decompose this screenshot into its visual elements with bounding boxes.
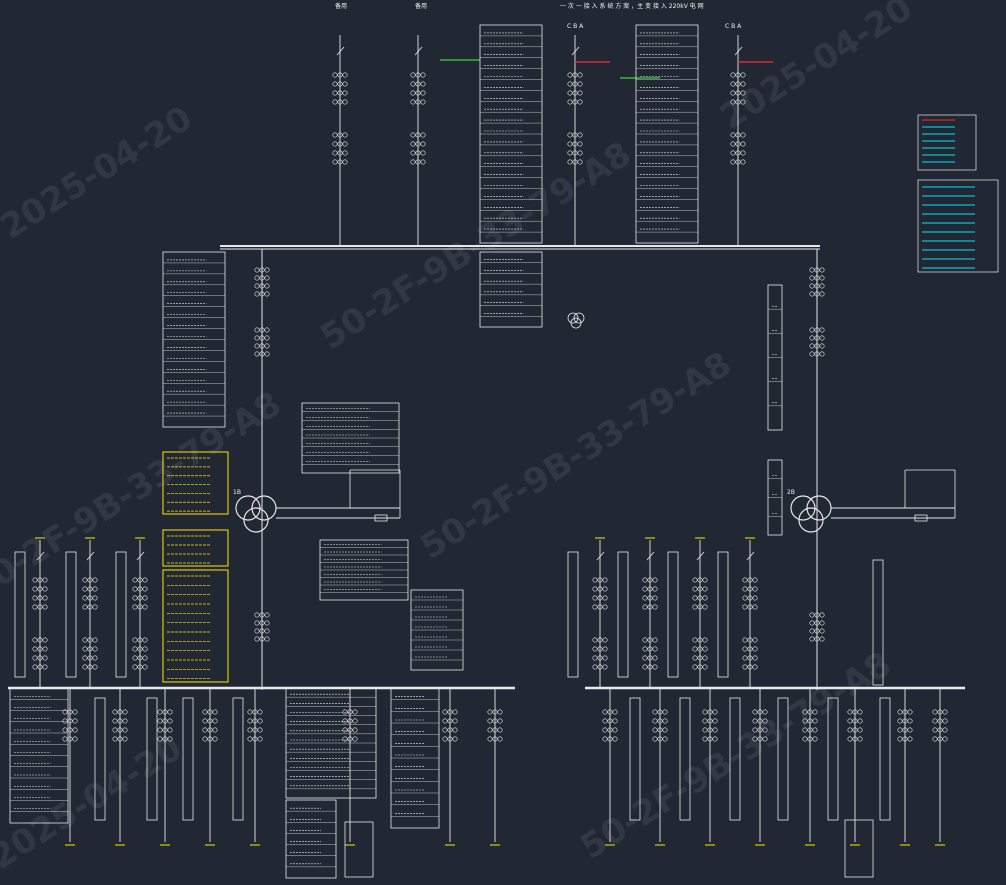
lower-outgoing-feeder-15[interactable] <box>897 688 913 846</box>
yellow-notes-left <box>162 451 229 683</box>
transformer-1b[interactable]: 1B <box>233 469 401 533</box>
diagram-title: 一 次 一 接 入 系 统 方 案 ，主 变 接 入 220kV 电 网 <box>560 2 704 10</box>
lower-outgoing-feeder-12[interactable] <box>752 688 768 846</box>
lower-outgoing-feeder-8[interactable] <box>487 688 503 846</box>
lower-outgoing-feeder-3[interactable] <box>157 688 173 846</box>
incoming-feeders <box>254 35 825 642</box>
watermark-date-1: 2025-04-20 <box>0 98 199 247</box>
upper-outgoing-feeder-3[interactable] <box>132 540 148 688</box>
lower-outgoing-feeder-6[interactable] <box>342 688 358 846</box>
outgoing-feeders <box>14 537 948 878</box>
lower-outgoing-feeder-10[interactable] <box>652 688 668 846</box>
upper-outgoing-feeder-4[interactable] <box>592 540 608 688</box>
lower-outgoing-feeder-9[interactable] <box>602 688 618 846</box>
incoming-feeder-2[interactable] <box>410 35 426 246</box>
lower-outgoing-feeder-14[interactable] <box>847 688 863 846</box>
main-busbar <box>220 245 820 250</box>
watermark-id-2: 50-2F-9B-33-79-A8 <box>414 344 739 568</box>
table-aux-left <box>410 589 464 671</box>
table-main-right <box>767 284 783 431</box>
transformer-2b-label: 2B <box>787 489 795 496</box>
incoming-feeder-1[interactable] <box>332 35 348 246</box>
table-transformer-2b <box>767 459 783 536</box>
upper-outgoing-feeder-6[interactable] <box>692 540 708 688</box>
lower-outgoing-feeder-2[interactable] <box>112 688 128 846</box>
lower-outgoing-feeder-1[interactable] <box>62 688 78 846</box>
lower-outgoing-feeder-11[interactable] <box>702 688 718 846</box>
table-transformer-1b <box>301 402 400 474</box>
table-main-left <box>162 251 226 428</box>
incoming-feeder-4[interactable] <box>730 35 746 246</box>
watermark: 2025-04-20 2025-04-20 2025-04-20 50-2F-9… <box>0 0 919 878</box>
table-pt <box>479 251 543 328</box>
color-legend <box>917 114 999 273</box>
feeder-label-spare-1: 备用 <box>335 2 347 10</box>
lower-outgoing-feeder-13[interactable] <box>802 688 818 846</box>
incoming-feeder-3[interactable] <box>567 35 583 246</box>
lower-outgoing-feeder-16[interactable] <box>932 688 948 846</box>
upper-outgoing-feeder-2[interactable] <box>82 540 98 688</box>
phase-label-2: C B A <box>725 23 742 30</box>
lower-outgoing-feeder-5[interactable] <box>247 688 263 846</box>
watermark-id-3: 50-2F-9B-33-79-A8 <box>574 644 899 868</box>
table-lv-left <box>319 539 409 601</box>
table-lv-right <box>390 687 440 829</box>
table-feeder-3 <box>479 24 543 244</box>
equipment-tables <box>9 24 783 879</box>
transformer-2b[interactable]: 2B <box>787 469 956 533</box>
feeder-label-spare-2: 备用 <box>415 2 427 10</box>
phase-label-1: C B A <box>567 23 584 30</box>
upper-outgoing-feeder-5[interactable] <box>642 540 658 688</box>
table-lv-bus-left <box>9 687 69 824</box>
table-lv-mid <box>285 687 377 799</box>
transformer-1b-label: 1B <box>233 489 241 496</box>
table-grounding-left <box>285 799 337 879</box>
watermark-date-2: 2025-04-20 <box>714 0 920 138</box>
upper-outgoing-feeder-1[interactable] <box>32 540 48 688</box>
upper-outgoing-feeder-7[interactable] <box>742 540 758 688</box>
lower-outgoing-feeder-4[interactable] <box>202 688 218 846</box>
table-feeder-4 <box>635 24 699 244</box>
lower-outgoing-feeder-7[interactable] <box>442 688 458 846</box>
